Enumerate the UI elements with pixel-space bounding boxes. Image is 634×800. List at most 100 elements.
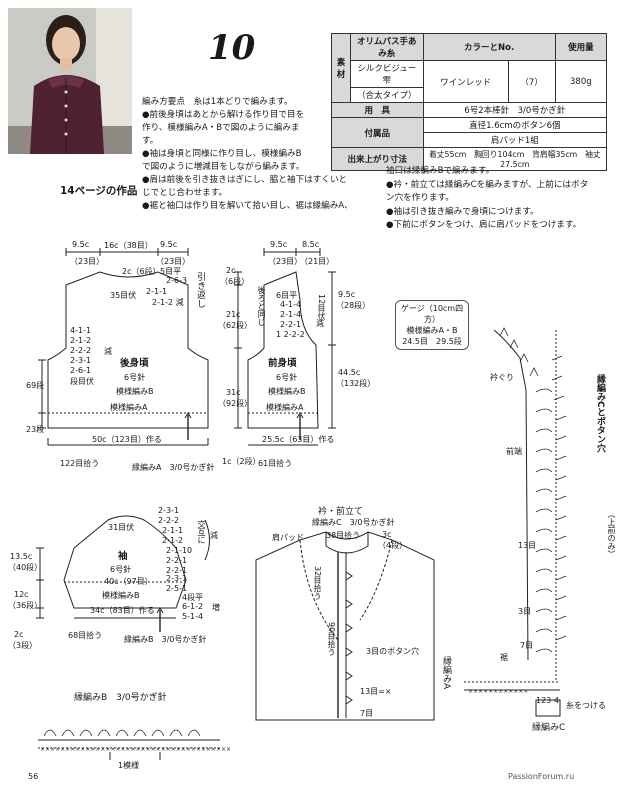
note-line: で図のように増減目をしながら編みます。 (142, 162, 305, 172)
back-pattern-b: 模様編みB (116, 387, 154, 396)
back-armhole-step: 段目伏 (70, 377, 94, 386)
note-line: ●袖は引き抜き編みで身頃につけます。 (386, 206, 539, 217)
collar-buttonholes: 3目のボタン穴 (366, 647, 420, 656)
sleeve-cap-step: 2-3-1 (166, 574, 188, 583)
edge-c-label: 縁編みC (532, 723, 566, 733)
front-top-width-sts: （23目） (268, 257, 303, 266)
sleeve-pattern-b: 模様編みB (102, 591, 140, 600)
note-line: 編み方要点 糸は1本どりで編みます。 (142, 97, 293, 107)
sleeve-inc-step: 5-1-4 (182, 612, 204, 621)
gauge-pattern: 模様編みA・B (406, 326, 458, 335)
notions-label: 付属品 (331, 117, 424, 148)
front-body-outline (247, 271, 319, 429)
sleeve-edge-b: 縁編みB 3/0号かぎ針 (124, 635, 207, 644)
front-neck-dec: 減 (316, 319, 324, 328)
sleeve-cap-step: 2-2-1 (166, 566, 188, 575)
back-armhole-step: 2-3-1 (70, 356, 92, 365)
back-top-width-r: 9.5c (160, 240, 178, 249)
edge-c-neckline: 衿ぐり (490, 373, 514, 382)
note-line: ●肩は前後を引き抜きはぎにし、脇と袖下はすくいと (142, 175, 348, 185)
sleeve-h-135: 13.5c (10, 552, 33, 561)
edge-c-neck-line (493, 329, 529, 661)
front-pattern-a: 模様編みA (266, 403, 304, 412)
sleeve-cast-on: 34c（83目）作る (90, 606, 155, 615)
instructions-right: 袖口は縁編みBで編みます。 ●衿・前立ては縁編みCを編みますが、上前にはボタ ン… (386, 165, 616, 233)
back-pickup: 122目拾う (60, 459, 100, 468)
back-edge-a: 縁編みA 3/0号かぎ針 (132, 463, 215, 472)
back-armhole-step: 2-2-2 (70, 346, 92, 355)
front-neck-step: 1 2-2-2 (276, 330, 305, 339)
back-edge-height: 1c（2段） (222, 457, 261, 466)
sleeve-top-bind: 31目伏 (108, 523, 135, 532)
front-h-21: 21c (226, 310, 241, 319)
front-neck-width-sts: （21目） (300, 257, 335, 266)
edge-c-3: 3目 (518, 607, 532, 616)
yarn-amount: 380g (554, 60, 608, 103)
back-neck-step: 5目平 (160, 267, 182, 276)
back-shoulder-note: 引き返し (195, 272, 205, 308)
back-neck-step: 2-1-2 減 (152, 298, 184, 307)
front-h-31: 31c (226, 388, 241, 397)
sleeve-outline (63, 515, 187, 609)
svg-text:××××××××××××: ×××××××××××× (468, 688, 528, 695)
back-armhole-dec: 減 (104, 347, 112, 356)
front-neck-step: 4-1-4 (280, 300, 302, 309)
pattern-number: 10 (208, 28, 256, 68)
note-line: ●下前にボタンをつけ、肩に肩パッドをつけます。 (386, 220, 582, 230)
back-needle: 6号針 (124, 373, 146, 382)
back-rows-69: 69段 (26, 381, 45, 390)
sleeve-title: 袖 (118, 551, 128, 562)
back-neck-width: 16c（38目） (104, 241, 153, 250)
note-line: ●前後身頃はあとから解ける作り目で目を (142, 110, 305, 120)
sleeve-top-width: 40c（97目） (104, 577, 153, 586)
sleeve-cap-step: 2-3-1 (158, 506, 180, 515)
back-armhole-step: 4-1-1 (70, 326, 92, 335)
front-neck-step: 2-1-4 (280, 310, 302, 319)
back-top-width: 9.5c (72, 240, 90, 249)
instructions-left: 編み方要点 糸は1本どりで編みます。 ●前後身頃はあとから解ける作り目で目を 作… (142, 96, 362, 213)
front-cast-on-width: 25.5c（63目）作る (262, 435, 335, 444)
edge-c-rows: 123 4 (536, 696, 559, 705)
back-body-outline (47, 271, 209, 429)
sleeve-inc: 増 (212, 603, 220, 612)
back-top-width-r-sts: （23目） (156, 257, 191, 266)
collar-neck-pickup: 38目拾う (326, 531, 361, 540)
model-photo (8, 8, 132, 154)
edge-a-label: 縁編みA (441, 656, 451, 690)
edge-c-subtitle: （上前のみ） (607, 510, 616, 558)
front-bind-12: 12目伏 (317, 294, 326, 321)
collar-row-7: 7目 (360, 709, 374, 718)
collar-title: 衿・前立て (318, 507, 364, 517)
yarn-header: オリムパス手あみ糸 (350, 33, 424, 61)
model-photo-drawing (8, 8, 132, 154)
front-neck-step: 2-2-1 (280, 320, 302, 329)
gauge-value: 24.5目 29.5段 (402, 337, 462, 346)
sleeve-cap-step: 2-5-1 (166, 584, 188, 593)
sleeve-cap-dec: 減 (210, 531, 218, 540)
sleeve-inc-step: 6-1-2 (182, 602, 204, 611)
note-line: ●裾と袖口は作り目を解いて拾い目し、裾は縁編みA、 (142, 201, 353, 211)
sleeve-cap-step: 2-1-2 (162, 536, 184, 545)
collar-shoulder-pad: 肩パッド (272, 533, 304, 542)
collar-row-13: 13目=× (360, 687, 392, 696)
collar-front-pickup: 90目拾う (327, 622, 336, 657)
size-value: 着丈55cm 胸回り104cm 背肩幅35cm 袖丈27.5cm (422, 147, 608, 171)
sleeve-edge-h: 2c (14, 630, 24, 639)
watermark: PassionForum.ru (508, 772, 575, 781)
back-neck-rows: 2c（6段） (122, 267, 161, 276)
front-h-21-rows: （62段） (218, 321, 253, 330)
note-line: ●衿・前立ては縁編みCを編みますが、上前にはボタ (386, 179, 589, 190)
front-top-width: 9.5c (270, 240, 288, 249)
back-pattern-a: 模様編みA (110, 403, 148, 412)
materials-table: 素材 オリムパス手あみ糸 カラーとNo. 使用量 シルクビジュー 雫 ワインレッ… (331, 33, 608, 171)
sleeve-cap-step: 2-1-10 (166, 546, 193, 555)
note-line: ●袖は身頃と同様に作り目し、模様編みB (142, 149, 302, 159)
size-label: 出来上がり寸法 (331, 147, 424, 171)
back-armhole-step: 2-1-2 (70, 336, 92, 345)
front-h-2: 2c (226, 266, 236, 275)
front-h-2-rows: （6段） (220, 277, 250, 286)
sleeve-needle: 6号針 (110, 565, 132, 574)
edge-b-repeat: 1模様 (118, 761, 140, 770)
front-neck-width: 8.5c (302, 240, 320, 249)
